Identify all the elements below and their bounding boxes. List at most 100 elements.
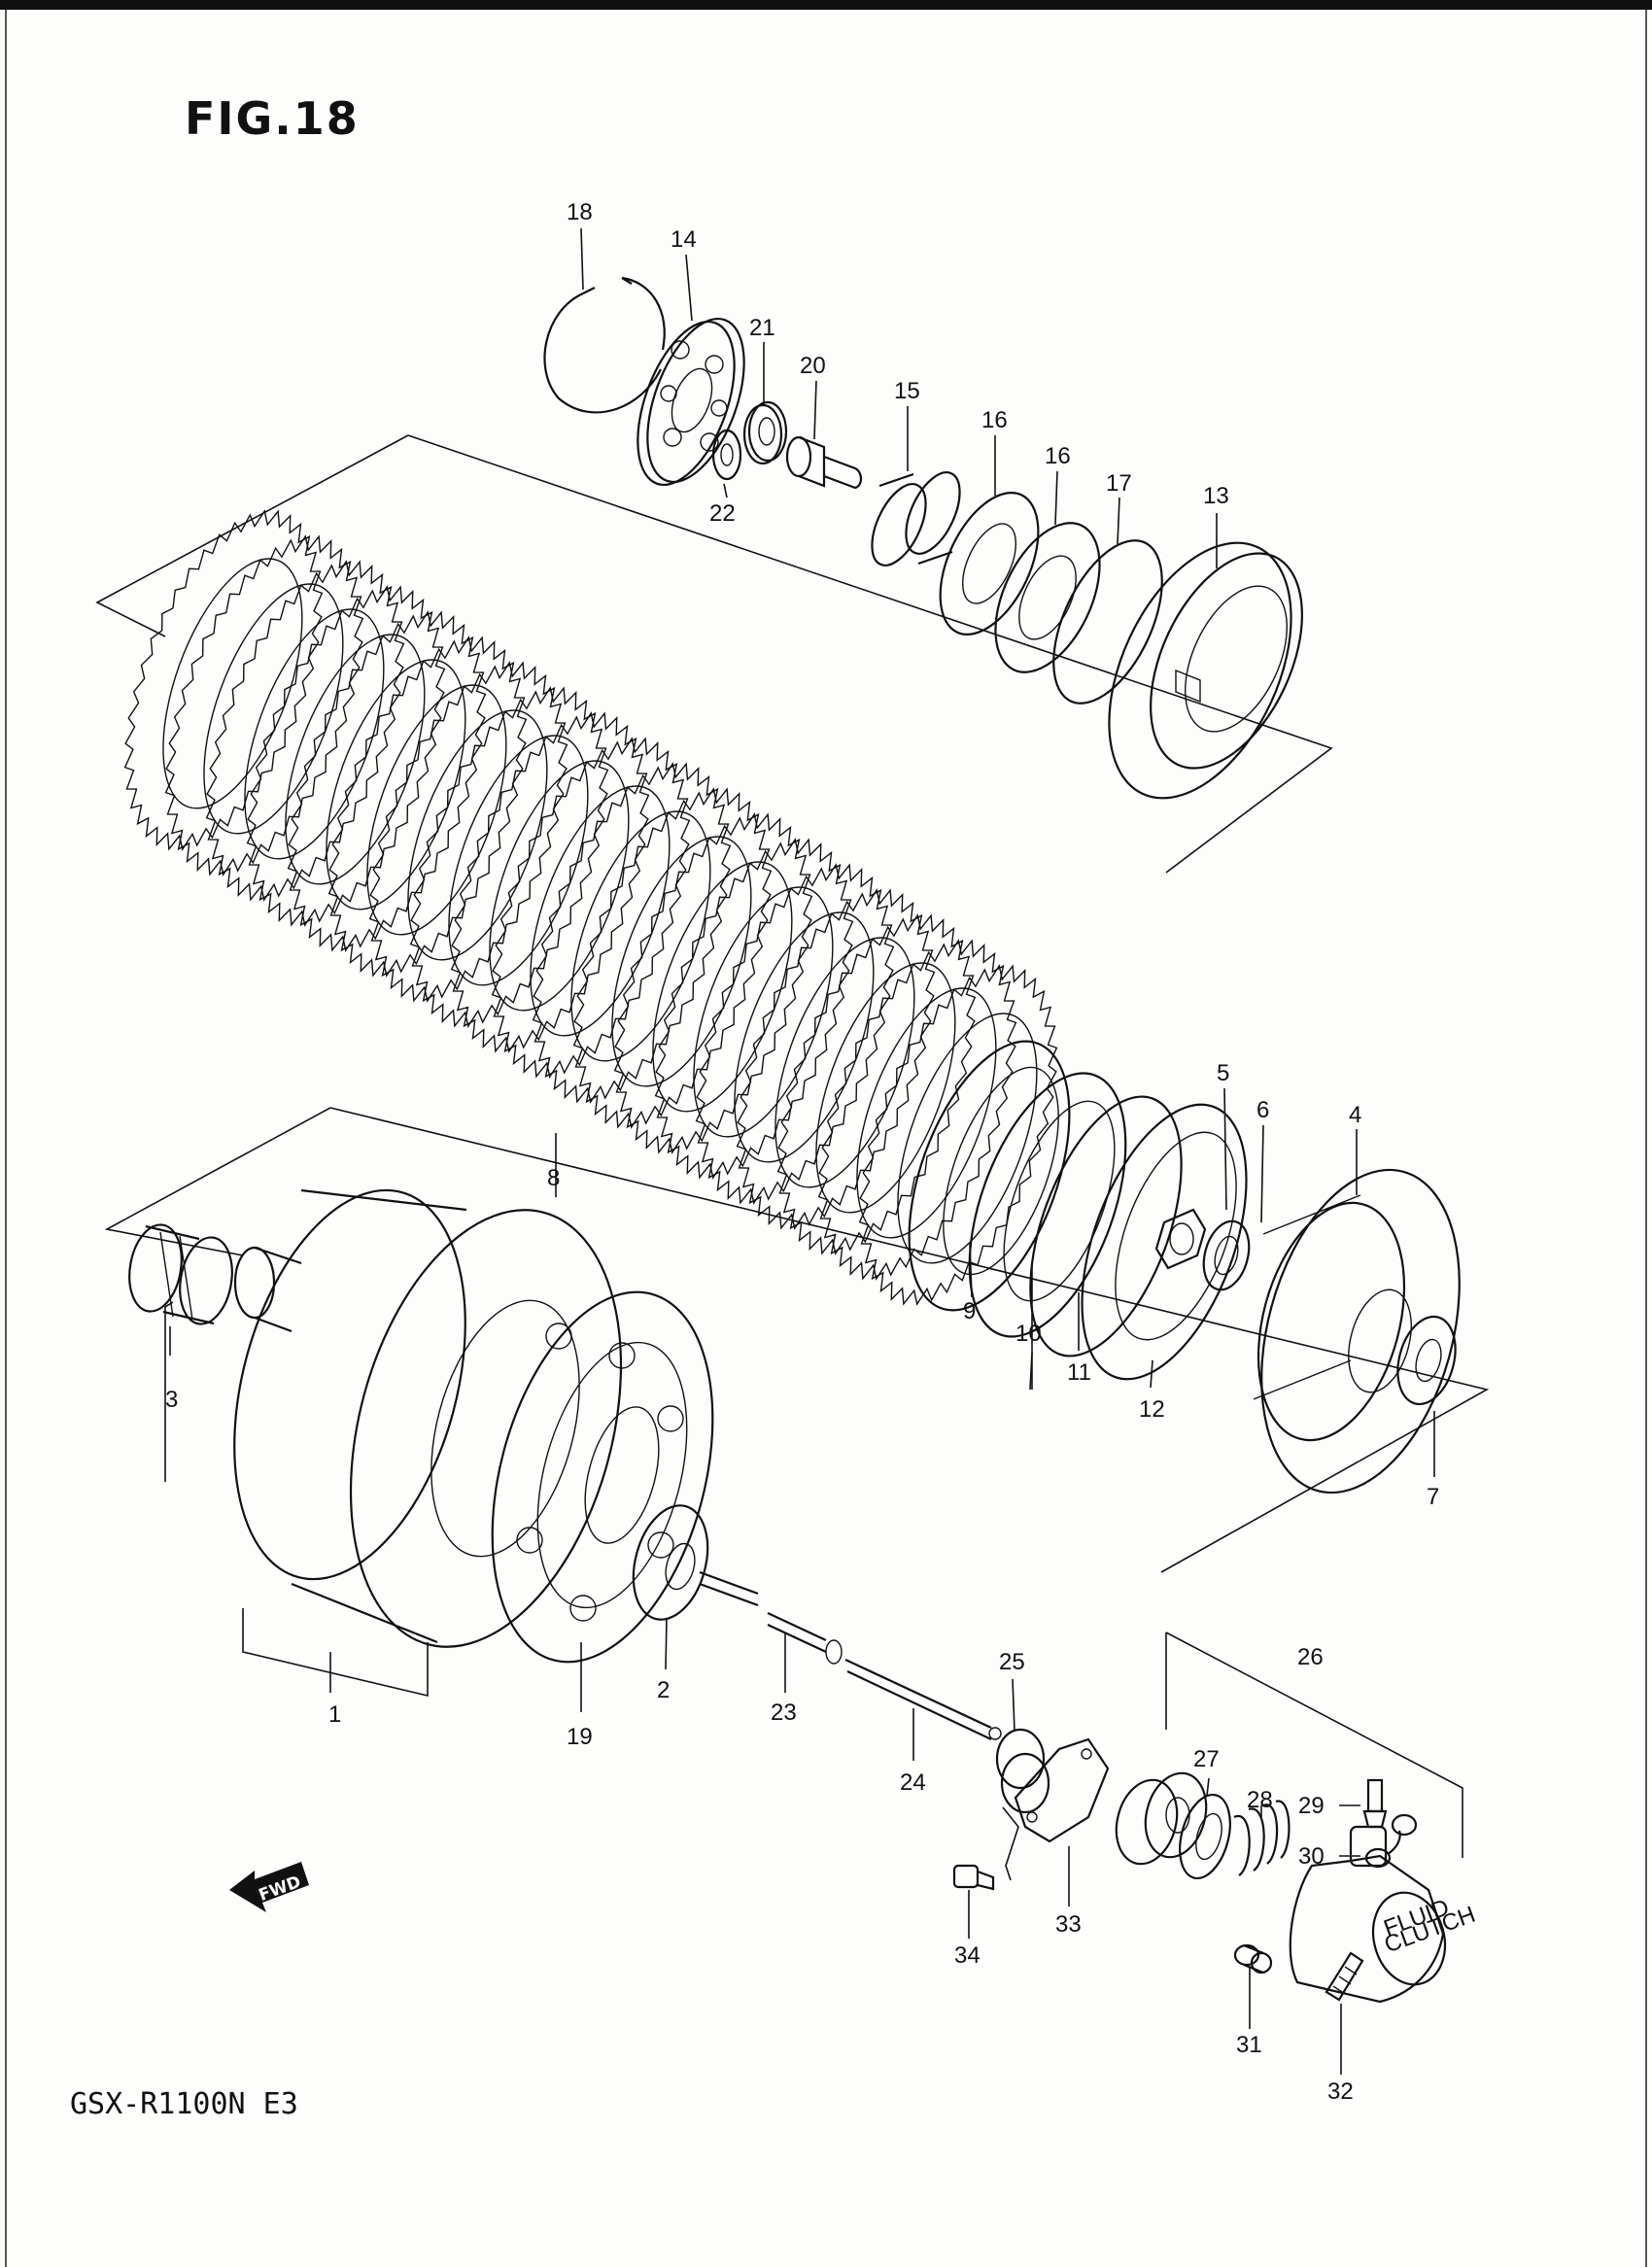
callout-33: 33 — [1055, 1911, 1082, 1938]
slave-piston — [1115, 1771, 1208, 1866]
callout-15: 15 — [894, 378, 920, 404]
part-25-piston-cap — [995, 1728, 1050, 1814]
part-2-thrust-washer — [632, 1504, 709, 1621]
fwd-arrow: FWD — [229, 1862, 309, 1912]
plate-inner-edge — [203, 583, 344, 835]
plate-inner-edge — [489, 760, 630, 1012]
plate-inner-edge — [570, 810, 711, 1062]
callout-23: 23 — [771, 1700, 797, 1726]
top-border — [0, 0, 1652, 10]
callout-21: 21 — [749, 315, 775, 341]
part-16b-spring-washer — [994, 522, 1101, 673]
callout-19: 19 — [567, 1724, 593, 1750]
bracket-lower-right — [329, 1107, 1490, 1573]
plate-inner-edge — [815, 962, 956, 1214]
callout-18: 18 — [567, 199, 593, 225]
callout-32: 32 — [1327, 2078, 1354, 2105]
callout-31: 31 — [1236, 2032, 1262, 2058]
part-5-nut — [1154, 1208, 1207, 1270]
plate-inner-edge — [244, 608, 385, 860]
callout-30: 30 — [1298, 1843, 1325, 1870]
callout-17: 17 — [1106, 470, 1132, 497]
plate-inner-edge — [407, 709, 548, 961]
plate-inner-edge — [162, 558, 303, 809]
callout-1: 1 — [328, 1701, 341, 1728]
callout-10: 10 — [1015, 1321, 1042, 1347]
plate-inner-edge — [652, 861, 793, 1113]
part-24-push-rod — [844, 1659, 1002, 1740]
part-28-spring — [1233, 1800, 1291, 1876]
callout-2: 2 — [657, 1677, 670, 1703]
callout-28: 28 — [1247, 1787, 1273, 1813]
plate-inner-edge — [856, 987, 997, 1239]
part-19-starter-driven-gear — [491, 1290, 714, 1664]
figure-title: FIG.18 — [185, 92, 360, 145]
callout-16a: 16 — [981, 407, 1008, 433]
part-6-washer — [1202, 1219, 1251, 1291]
bracket-8-top-left — [95, 434, 409, 637]
callout-16b: 16 — [1045, 443, 1071, 469]
callout-24: 24 — [900, 1769, 926, 1796]
plate-inner-edge — [693, 886, 834, 1138]
part-14-lifter-plate — [637, 317, 745, 487]
clutch-plate — [817, 939, 1017, 1281]
callout-29: 29 — [1298, 1793, 1325, 1819]
plate-inner-edge — [611, 836, 752, 1087]
callout-8: 8 — [547, 1165, 560, 1191]
callout-25: 25 — [999, 1649, 1025, 1675]
callout-22: 22 — [709, 500, 736, 527]
part-15-collar — [871, 471, 961, 567]
part-9-drive-plate — [908, 1040, 1071, 1312]
part-27-seal — [1179, 1793, 1231, 1880]
part-10-driven-plate — [968, 1072, 1127, 1338]
spacer-sleeve — [233, 1246, 302, 1333]
plate-inner-edge — [734, 911, 875, 1163]
callout-leaders — [169, 227, 1435, 2075]
plate-inner-edge — [285, 634, 426, 885]
part-12-spring-washer — [1081, 1103, 1248, 1381]
part-33-gasket — [1014, 1737, 1110, 1843]
part-23-push-rod — [699, 1570, 843, 1665]
callout-4: 4 — [1349, 1102, 1361, 1128]
plate-toothed-edge — [817, 939, 1017, 1281]
part-22-washer — [711, 429, 742, 481]
plate-inner-edge — [448, 735, 589, 986]
plate-inner-edge — [897, 1013, 1038, 1264]
clutch-plate — [858, 964, 1058, 1306]
part-8-clutch-plate-stack — [123, 509, 1058, 1306]
callout-numbers: 1 2 3 4 5 6 7 8 9 10 11 12 13 14 15 16 1… — [165, 199, 1439, 2105]
callout-27: 27 — [1193, 1746, 1220, 1772]
callout-7: 7 — [1427, 1484, 1439, 1510]
part-31-dowel-pin — [1233, 1943, 1273, 1975]
part-7-washer — [1396, 1315, 1457, 1406]
part-21-bearing — [742, 400, 788, 465]
callout-34: 34 — [954, 1942, 981, 1969]
callout-9: 9 — [963, 1298, 976, 1324]
arrow-left-icon — [229, 1862, 309, 1912]
callout-26: 26 — [1297, 1644, 1324, 1670]
callout-6: 6 — [1256, 1097, 1269, 1123]
part-29-bleeder-valve — [1339, 1778, 1388, 1829]
plate-toothed-edge — [858, 964, 1058, 1306]
part-32-bolt — [1325, 1951, 1364, 2002]
callout-5: 5 — [1217, 1060, 1229, 1086]
bracket-26-right — [1165, 1632, 1463, 1858]
part-11-wire-ring — [1029, 1095, 1183, 1357]
callout-14: 14 — [671, 226, 697, 253]
part-4-sleeve-hub — [1253, 1168, 1461, 1494]
bracket-13-top — [407, 434, 1333, 874]
part-3-needle-bearing — [128, 1223, 233, 1325]
part-18-circlip — [543, 276, 666, 414]
callout-12: 12 — [1139, 1396, 1165, 1423]
part-34-bolt — [952, 1806, 1019, 1891]
bracket-lower-left — [104, 1107, 331, 1256]
plate-inner-edge — [774, 937, 915, 1188]
callout-3: 3 — [165, 1387, 178, 1413]
callout-11: 11 — [1067, 1359, 1091, 1386]
part-16a-spring-washer — [939, 492, 1040, 635]
model-label: GSX-R1100N E3 — [70, 2087, 298, 2121]
plate-inner-edge — [326, 659, 466, 910]
part-13-pressure-plate — [1108, 541, 1303, 800]
